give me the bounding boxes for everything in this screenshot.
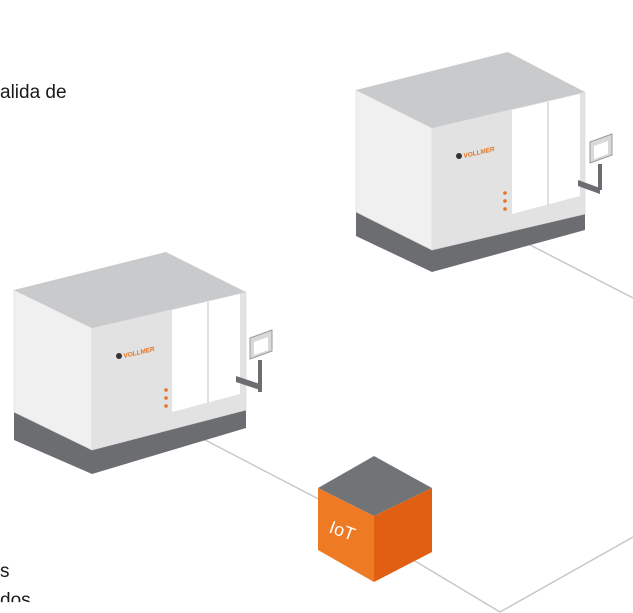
terminal-monitor: [236, 329, 273, 392]
machine-base-front: [356, 210, 432, 272]
machine-housing-top: [14, 252, 246, 328]
hub-top-face: [318, 456, 432, 516]
machine-lower: VOLLMER: [13, 252, 273, 474]
hub-side-face: [374, 488, 432, 582]
machine-door: [172, 294, 240, 412]
connection-line-hub: [379, 536, 633, 613]
machine-base-front: [14, 410, 92, 474]
brand-logo-icon: [456, 153, 462, 159]
connection-line-lower-machine: [185, 429, 331, 506]
hub-front-face: [318, 488, 374, 582]
machine-base-side: [92, 406, 246, 474]
brand-logo-icon: [116, 353, 122, 359]
terminal-monitor: [578, 133, 613, 194]
machine-base-side: [432, 210, 585, 272]
machine-door: [512, 94, 580, 214]
text-fragment-top: alida de: [0, 82, 67, 103]
machine-upper: VOLLMER: [355, 52, 613, 272]
iot-hub-cube: IoT: [318, 456, 432, 582]
text-fragment-bottom-2: dos: [0, 590, 31, 611]
text-fragment-bottom-1: s: [0, 561, 10, 582]
machine-housing-top: [356, 52, 585, 128]
